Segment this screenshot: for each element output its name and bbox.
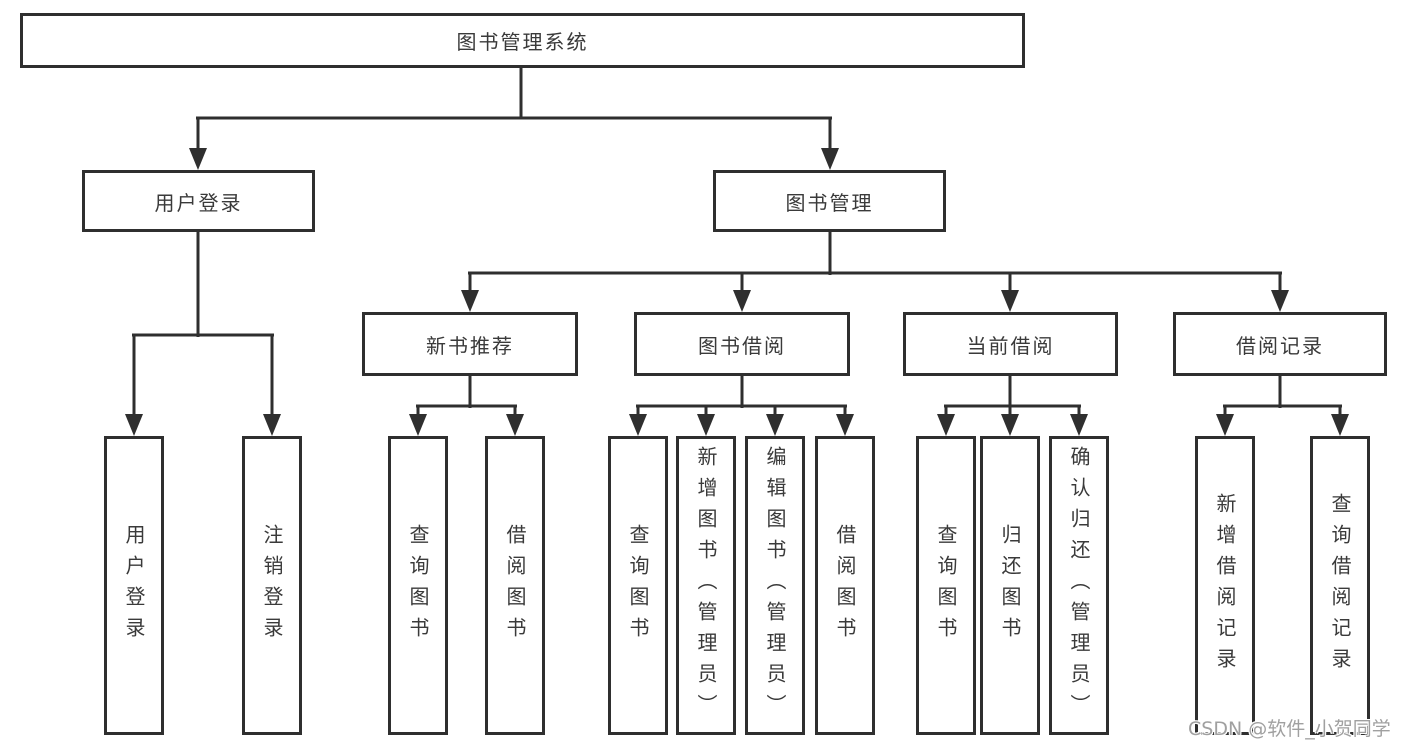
leaf-rec-borrow-books: 借阅图书: [485, 436, 545, 735]
leaf-bb-edit-books-admin-label: 编辑图书（管理员）: [763, 446, 787, 725]
leaf-cb-return-books: 归还图书: [980, 436, 1040, 735]
leaf-rec-query-books: 查询图书: [388, 436, 448, 735]
leaf-br-add-record-label: 新增借阅记录: [1213, 492, 1237, 679]
node-book-mgmt-label: 图书管理: [785, 190, 874, 215]
leaf-br-add-record: 新增借阅记录: [1195, 436, 1255, 735]
node-current-borrow: 当前借阅: [903, 312, 1118, 376]
leaf-user-login: 用户登录: [104, 436, 164, 735]
node-book-borrow-label: 图书借阅: [698, 333, 786, 358]
leaf-cb-confirm-return-admin-label: 确认归还（管理员）: [1067, 446, 1091, 725]
node-book-borrow: 图书借阅: [634, 312, 850, 376]
leaf-cb-query-books: 查询图书: [916, 436, 976, 735]
watermark: CSDN @软件_小贺同学: [1188, 718, 1391, 740]
leaf-logout: 注销登录: [242, 436, 302, 735]
leaf-cb-confirm-return-admin: 确认归还（管理员）: [1049, 436, 1109, 735]
node-user-login-label: 用户登录: [154, 190, 243, 215]
leaf-logout-label: 注销登录: [260, 523, 284, 648]
leaf-bb-query-books-label: 查询图书: [626, 523, 650, 648]
leaf-bb-add-books-admin: 新增图书（管理员）: [676, 436, 736, 735]
leaf-bb-edit-books-admin: 编辑图书（管理员）: [745, 436, 805, 735]
leaf-cb-query-books-label: 查询图书: [934, 523, 958, 648]
node-current-borrow-label: 当前借阅: [966, 333, 1055, 358]
node-user-login: 用户登录: [82, 170, 315, 232]
leaf-br-query-record-label: 查询借阅记录: [1328, 492, 1352, 679]
leaf-br-query-record: 查询借阅记录: [1310, 436, 1370, 735]
leaf-rec-query-books-label: 查询图书: [406, 523, 430, 648]
leaf-user-login-label: 用户登录: [122, 523, 146, 648]
node-book-mgmt: 图书管理: [713, 170, 946, 232]
leaf-bb-add-books-admin-label: 新增图书（管理员）: [694, 446, 718, 725]
leaf-bb-query-books: 查询图书: [608, 436, 668, 735]
node-new-book-recommend-label: 新书推荐: [426, 333, 514, 358]
leaf-rec-borrow-books-label: 借阅图书: [503, 523, 527, 648]
node-root-label: 图书管理系统: [456, 30, 589, 54]
leaf-bb-borrow-books-label: 借阅图书: [833, 523, 857, 648]
leaf-bb-borrow-books: 借阅图书: [815, 436, 875, 735]
node-new-book-recommend: 新书推荐: [362, 312, 578, 376]
leaf-cb-return-books-label: 归还图书: [998, 523, 1022, 648]
node-borrow-records: 借阅记录: [1173, 312, 1387, 376]
node-borrow-records-label: 借阅记录: [1236, 333, 1324, 358]
node-root: 图书管理系统: [20, 13, 1025, 68]
